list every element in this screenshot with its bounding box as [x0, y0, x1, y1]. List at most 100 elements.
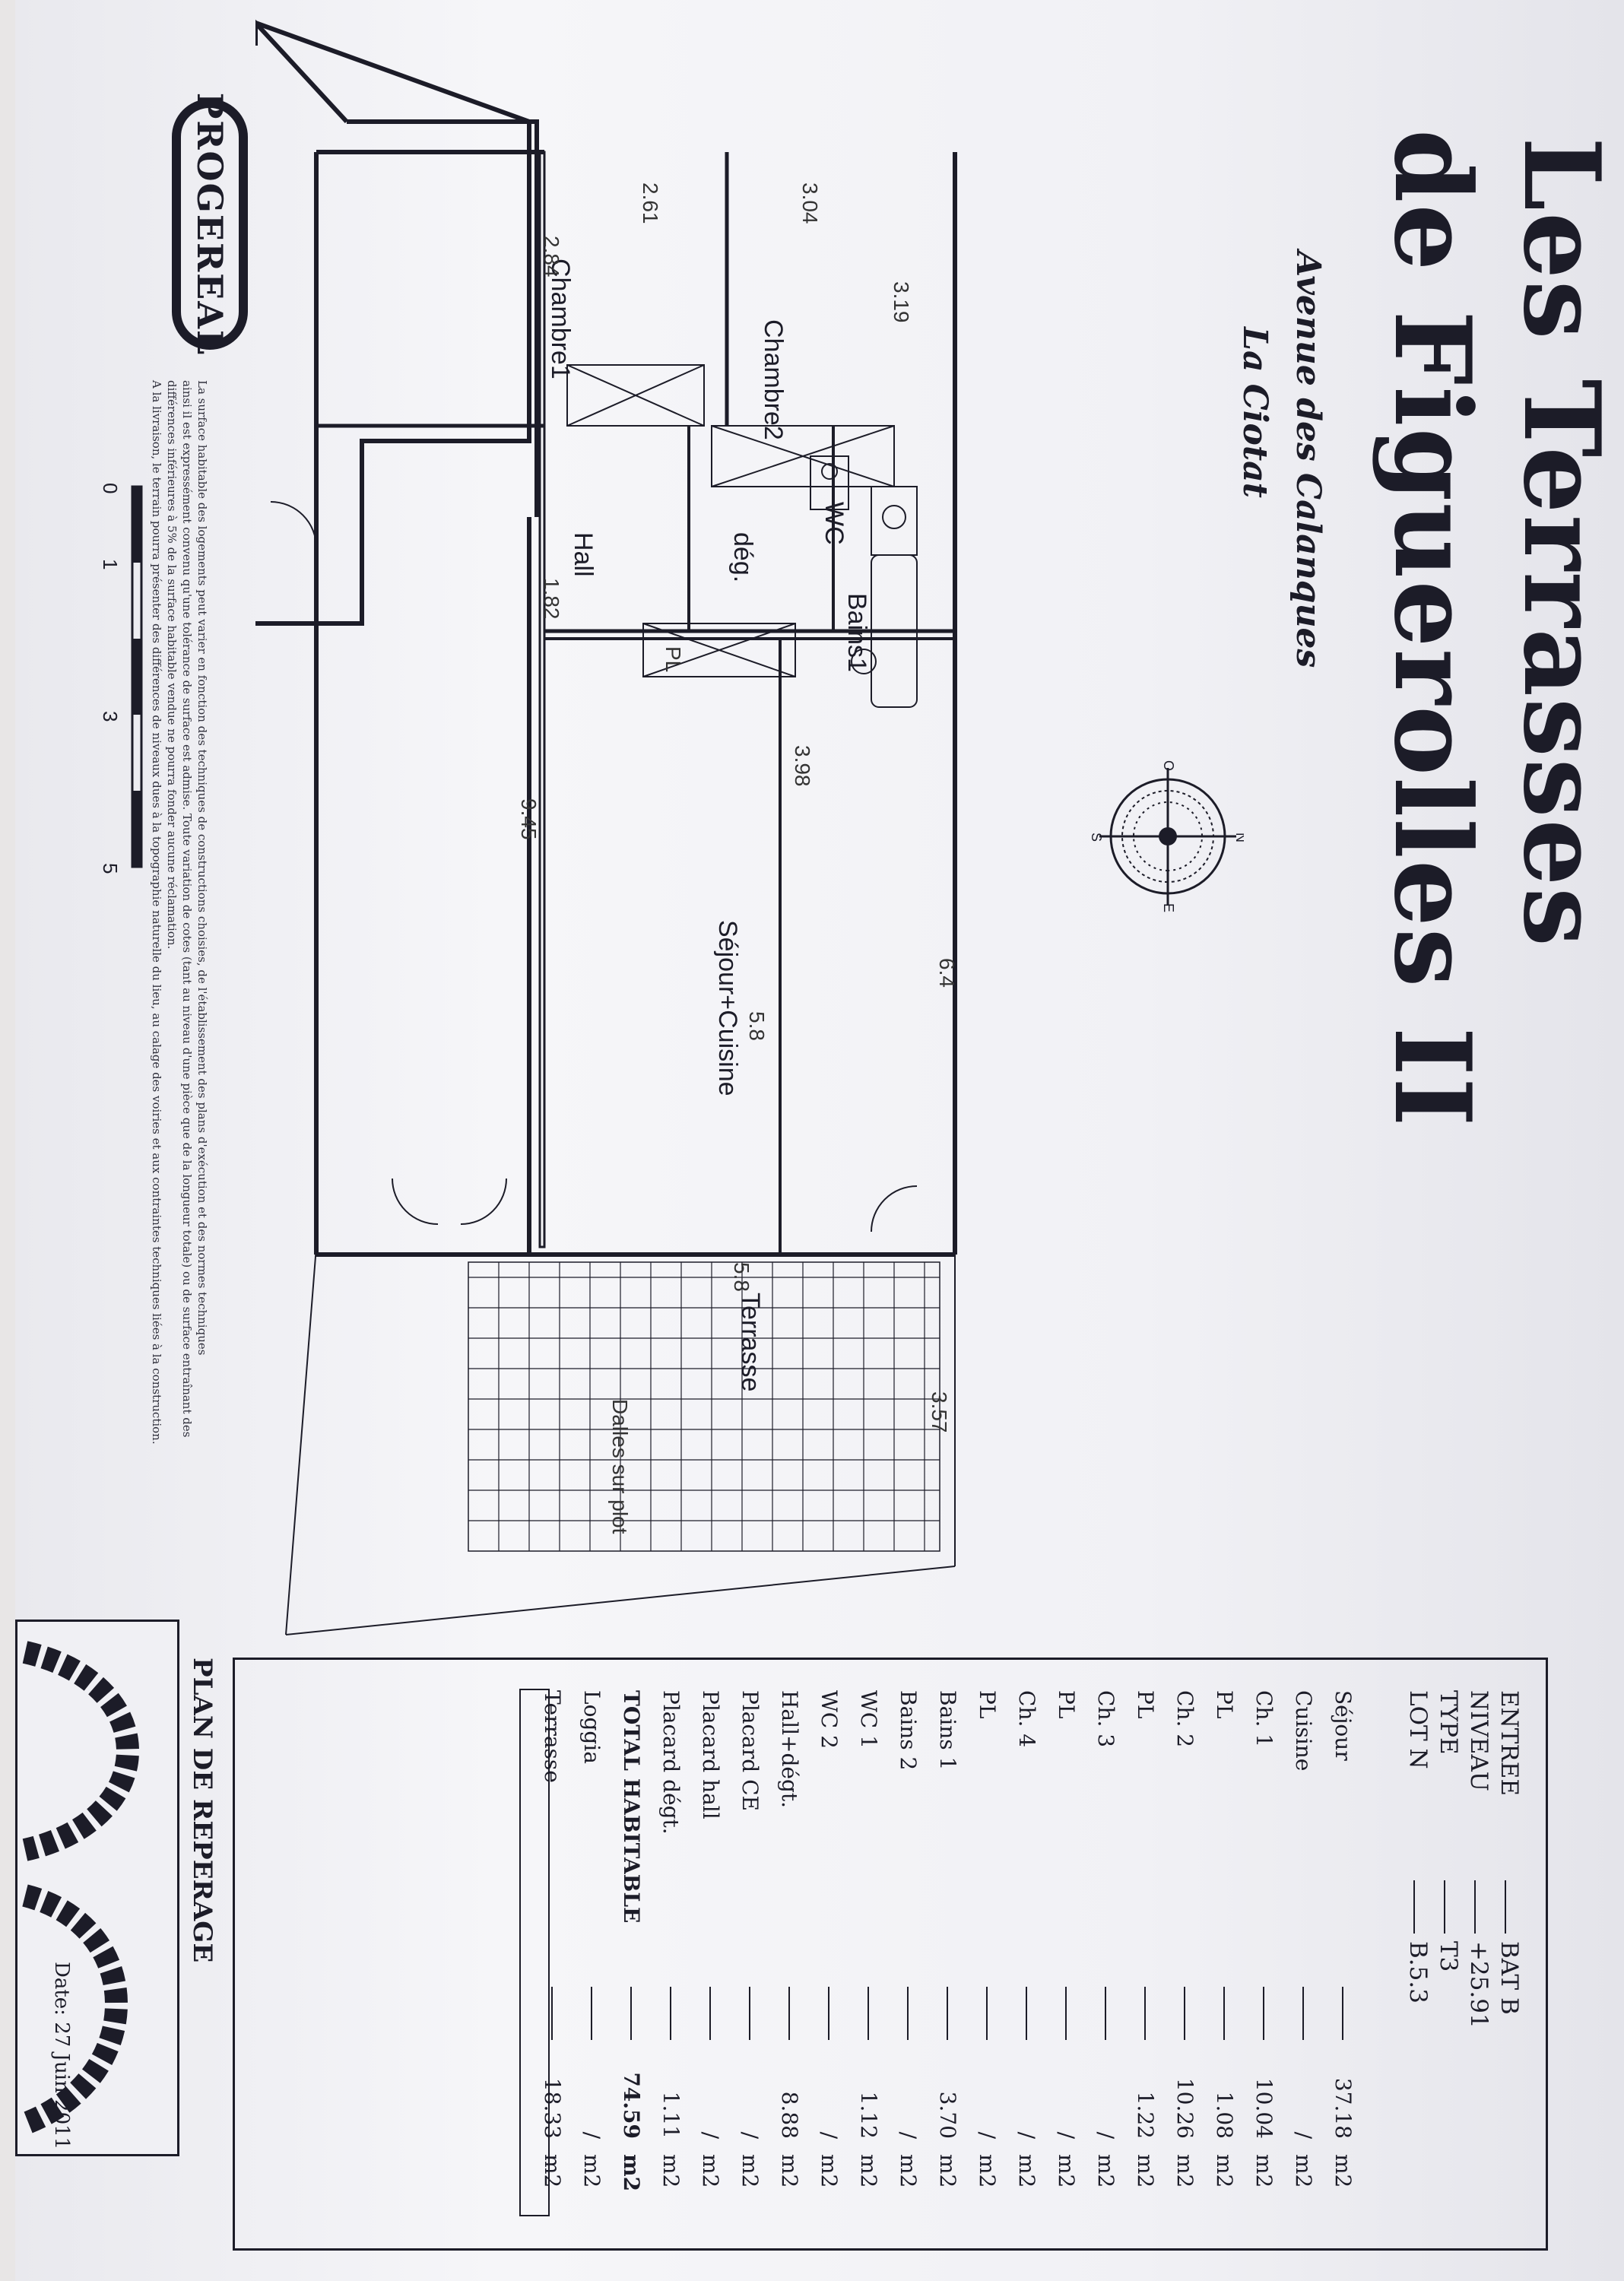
- area-rule: [907, 1987, 909, 2040]
- area-rule: [1026, 1987, 1027, 2040]
- dim-3-19: 3.19: [890, 281, 913, 323]
- area-rule: [1065, 1987, 1067, 2040]
- area-value: /: [1014, 2131, 1039, 2139]
- area-rule: [551, 1987, 553, 2040]
- area-unit: m2: [777, 2154, 802, 2188]
- rotated-plan-sheet: Les Terrasses de Figuerolles II Avenue d…: [15, 0, 1624, 2281]
- area-rule: [947, 1987, 948, 2040]
- area-value: 3.70: [935, 2091, 960, 2139]
- area-unit: m2: [579, 2154, 604, 2188]
- wall-corner: [255, 17, 349, 124]
- area-rule: [788, 1987, 790, 2040]
- area-rule: [591, 1987, 592, 2040]
- site-map-drawing: [21, 1641, 139, 2135]
- area-label: Cuisine: [1291, 1690, 1316, 1772]
- area-value: 1.12: [856, 2091, 881, 2139]
- location-map: [15, 1620, 179, 2156]
- area-value: /: [1054, 2131, 1079, 2139]
- wall-inner-left: [538, 151, 546, 1248]
- area-value: /: [737, 2131, 763, 2139]
- area-unit: m2: [540, 2154, 565, 2188]
- legal-line-1: La surface habitable des logements peut …: [195, 380, 209, 1356]
- area-label: Séjour: [1331, 1690, 1356, 1761]
- area-label: PL: [1133, 1690, 1158, 1719]
- scale-bar: 0 1 3 5: [99, 483, 143, 874]
- area-unit: m2: [1172, 2154, 1197, 2188]
- plan-date: Date: 27 Juin 2011: [50, 1962, 73, 2150]
- dim-3-57: 3.57: [928, 1391, 951, 1433]
- dim-2-61: 2.61: [639, 182, 662, 224]
- area-label: Ch. 4: [1014, 1690, 1039, 1748]
- area-label: Placard CE: [737, 1690, 763, 1811]
- scale-tick-1: 1: [99, 559, 122, 569]
- area-unit: m2: [1212, 2154, 1237, 2188]
- floor-plan: Chambre1 Chambre2 Hall dég. WC Bains1 Sé…: [255, 17, 959, 1635]
- area-unit: m2: [1291, 2154, 1316, 2188]
- dim-6-4: 6.4: [935, 958, 959, 988]
- legal-line-3: différences inférieures à 5% de la surfa…: [165, 380, 179, 950]
- compass-o: O: [1161, 760, 1176, 771]
- area-unit: m2: [817, 2154, 842, 2188]
- header-value: T3: [1435, 1941, 1462, 1972]
- area-value: /: [579, 2131, 604, 2139]
- area-label: WC 1: [856, 1690, 881, 1749]
- area-rule: [828, 1987, 829, 2040]
- header-rule: [1505, 1880, 1506, 1934]
- area-unit: m2: [658, 2154, 684, 2188]
- area-rule: [986, 1987, 988, 2040]
- progereal-logo: PROGEREAL: [172, 93, 248, 356]
- dim-2-84: 2.84: [540, 236, 563, 278]
- area-rule: [709, 1987, 711, 2040]
- compass-n: N: [1233, 833, 1244, 842]
- area-rule: [1105, 1987, 1106, 2040]
- area-label: Placard hall: [698, 1690, 723, 1819]
- header-label: NIVEAU: [1465, 1690, 1492, 1791]
- area-value: 37.18: [1331, 2077, 1356, 2139]
- room-label-deg: dég.: [728, 532, 757, 582]
- area-label: WC 2: [817, 1690, 842, 1749]
- label-pl: PL: [661, 646, 685, 672]
- area-label: Loggia: [579, 1690, 604, 1764]
- area-label: PL: [975, 1690, 1000, 1719]
- area-value: 8.88: [777, 2091, 802, 2139]
- area-label: Ch. 2: [1172, 1690, 1197, 1748]
- dim-9-45: 9.45: [517, 798, 541, 840]
- header-label: ENTREE: [1496, 1690, 1523, 1797]
- area-label: Bains 2: [896, 1690, 921, 1771]
- area-rule: [868, 1987, 869, 2040]
- wall-bedrooms-left: [529, 119, 539, 517]
- area-unit: m2: [1133, 2154, 1158, 2188]
- area-unit: m2: [1054, 2154, 1079, 2188]
- dim-1-82: 1.82: [540, 578, 563, 620]
- area-unit: m2: [1093, 2154, 1118, 2188]
- header-label: LOT N: [1404, 1690, 1432, 1769]
- area-value: /: [975, 2131, 1000, 2139]
- area-unit: m2: [1251, 2154, 1277, 2188]
- area-unit: m2: [856, 2154, 881, 2188]
- area-label: Ch. 3: [1093, 1690, 1118, 1748]
- area-value: /: [896, 2131, 921, 2139]
- compass-e: E: [1161, 903, 1176, 912]
- area-rule: [1144, 1987, 1146, 2040]
- area-label: TOTAL HABITABLE: [619, 1690, 644, 1924]
- header-value: BAT B: [1496, 1941, 1523, 2015]
- room-label-hall: Hall: [569, 532, 598, 577]
- dim-3-98: 3.98: [791, 745, 814, 787]
- terrace-grid: [468, 1261, 940, 1552]
- label-dalles: Dalles sur plot: [608, 1399, 632, 1534]
- area-unit: m2: [698, 2154, 723, 2188]
- header-value: +25.91: [1465, 1941, 1492, 2029]
- dim-5-8-terrace: 5.8: [730, 1262, 753, 1292]
- area-value: 10.26: [1172, 2077, 1197, 2139]
- area-unit: m2: [975, 2154, 1000, 2188]
- scale-tick-3: 3: [99, 711, 122, 722]
- header-rule: [1474, 1880, 1476, 1934]
- legal-notice: La surface habitable des logements peut …: [149, 380, 210, 1483]
- area-value: /: [1093, 2131, 1118, 2139]
- area-label: Placard dégt.: [658, 1690, 684, 1835]
- area-value: /: [698, 2131, 723, 2139]
- area-label: PL: [1054, 1690, 1079, 1719]
- area-rule: [749, 1987, 750, 2040]
- header-label: TYPE: [1435, 1690, 1462, 1755]
